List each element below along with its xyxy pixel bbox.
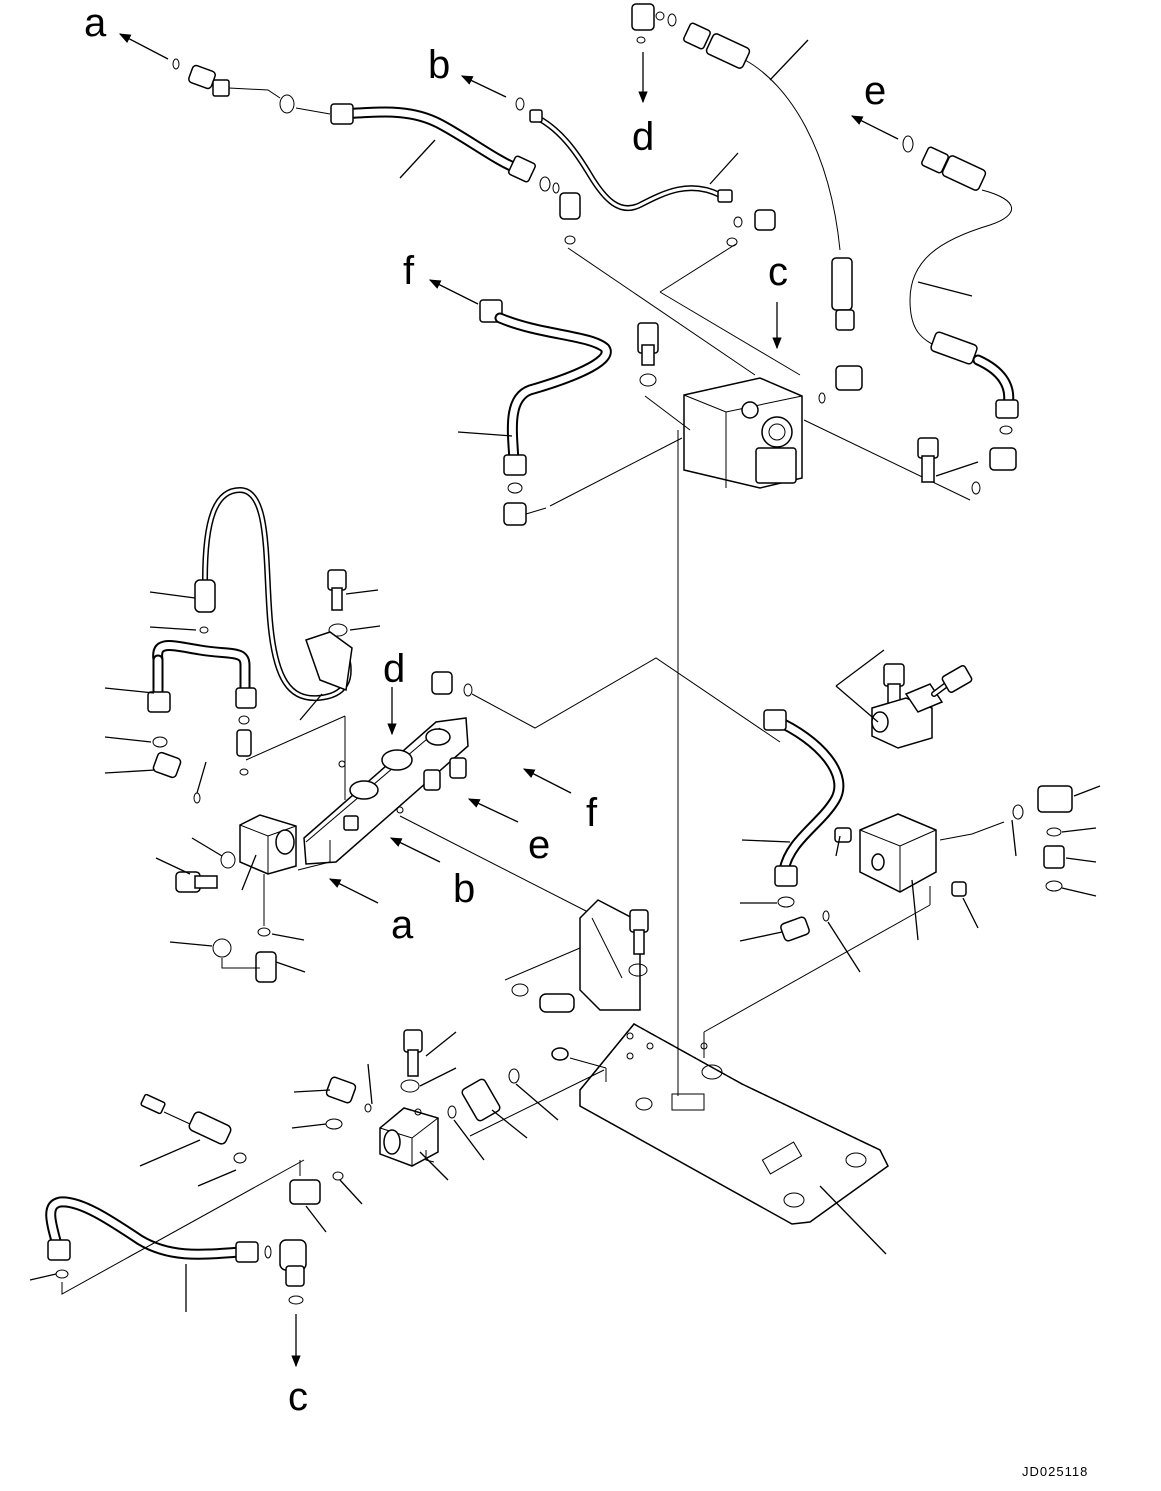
connection-labels: a b d e f c d f e a b c JD025118 bbox=[84, 1, 1088, 1479]
connection-arrows bbox=[118, 33, 899, 1368]
label-b-mid: b bbox=[453, 867, 475, 911]
right-block bbox=[703, 785, 1101, 1033]
arrow-b-top bbox=[460, 75, 507, 98]
hose-a-top bbox=[330, 103, 536, 183]
label-f-top: f bbox=[403, 249, 415, 293]
pipe-b-top bbox=[515, 97, 776, 247]
label-d-mid: d bbox=[383, 647, 405, 691]
label-e-mid: e bbox=[528, 823, 550, 867]
drawing-code: JD025118 bbox=[1022, 1464, 1088, 1479]
label-f-mid: f bbox=[586, 791, 598, 835]
top-assembly bbox=[172, 3, 1019, 526]
arrow-a-mid bbox=[328, 878, 379, 904]
solenoid-valve bbox=[835, 437, 979, 749]
base-plate bbox=[469, 430, 889, 1255]
hose-long-top bbox=[667, 13, 855, 331]
label-a-mid: a bbox=[391, 903, 414, 947]
label-d-top: d bbox=[632, 115, 654, 159]
arrow-b-mid bbox=[389, 837, 441, 863]
bottom-left-assembly bbox=[29, 1029, 559, 1312]
arrow-a-top bbox=[118, 33, 169, 60]
label-c-top: c bbox=[768, 250, 788, 294]
arrow-f-top bbox=[428, 279, 479, 305]
label-c-bottom: c bbox=[288, 1375, 308, 1419]
manifold-middle bbox=[303, 657, 781, 865]
left-middle-assembly bbox=[104, 487, 781, 983]
pipe-f-top bbox=[457, 299, 683, 526]
valve-block-top bbox=[567, 243, 971, 501]
label-e-top: e bbox=[864, 69, 886, 113]
right-middle-assembly bbox=[703, 437, 1101, 1033]
sensor-bottom bbox=[139, 1093, 327, 1233]
label-b-top: b bbox=[428, 43, 450, 87]
arrow-e-top bbox=[850, 115, 899, 140]
arrow-e-mid bbox=[467, 798, 519, 823]
pressure-sensor bbox=[194, 579, 216, 613]
valve-left-middle bbox=[155, 715, 346, 983]
fitting-d-top bbox=[631, 3, 665, 44]
fitting-a-top bbox=[172, 58, 331, 115]
label-a-top: a bbox=[84, 1, 107, 45]
valve-block-bottom bbox=[379, 1107, 449, 1181]
arrow-f-mid bbox=[522, 768, 572, 794]
hose-e-top bbox=[902, 135, 1019, 495]
